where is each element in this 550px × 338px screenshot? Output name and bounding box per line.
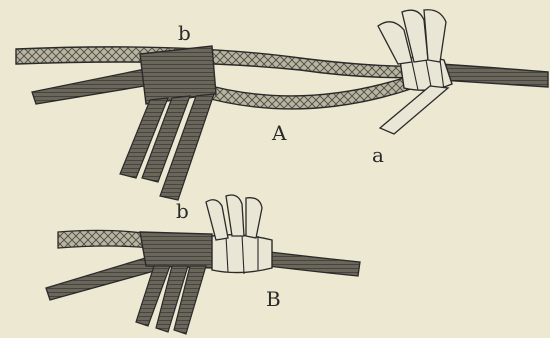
figure-a-rope-top	[16, 47, 430, 78]
figure-b-loop-3	[246, 198, 262, 238]
figure-a-label-a: a	[372, 143, 384, 167]
figure-b-strip-b-left	[46, 256, 158, 300]
figure-b-label-b: b	[176, 199, 189, 223]
figure-b-rope-braid	[58, 230, 150, 248]
figure-b-wrap-b	[140, 232, 214, 268]
figure-a: b A a	[16, 10, 548, 200]
figure-b-loop-2	[226, 195, 244, 236]
figure-a-loop-3	[424, 10, 446, 62]
figure-b: b B	[46, 195, 360, 334]
figure-b-label-main: B	[266, 287, 281, 311]
figure-a-rope-right	[440, 64, 548, 87]
figure-a-label-main: A	[271, 121, 287, 145]
figure-b-rope-right	[268, 252, 360, 276]
figure-a-label-b: b	[178, 21, 191, 45]
figure-a-rope-lower	[196, 76, 414, 109]
